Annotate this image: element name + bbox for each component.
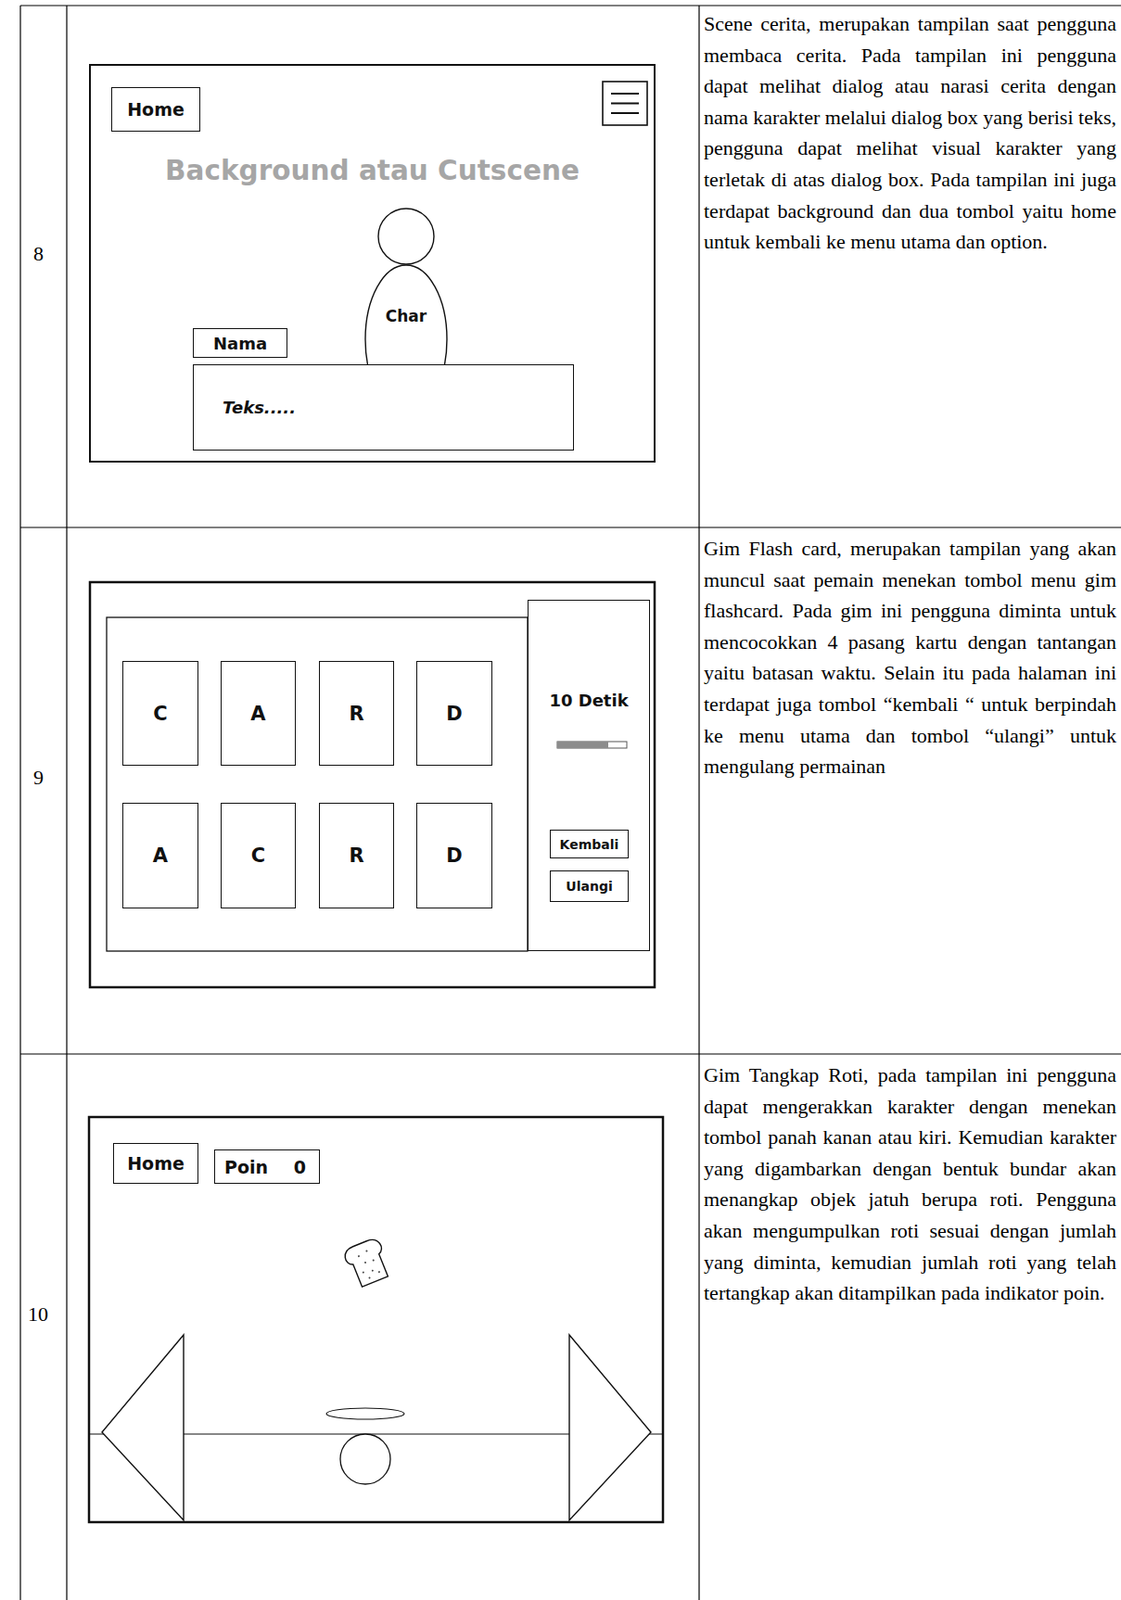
timer-panel: 10 DetikKembaliUlangi bbox=[527, 599, 650, 952]
dialog-text: Teks..... bbox=[222, 397, 296, 418]
score-text: Poin bbox=[224, 1157, 268, 1178]
character-label: Char bbox=[363, 306, 449, 326]
flash-card: A bbox=[220, 661, 296, 766]
character-figure-box: Char bbox=[363, 207, 449, 365]
description-text: Gim Flash card, merupakan tampilan yang … bbox=[703, 533, 1117, 783]
bread-icon bbox=[342, 1236, 393, 1289]
retry-button: Ulangi bbox=[549, 870, 629, 903]
flash-card: C bbox=[220, 802, 296, 909]
catch-game-frame bbox=[89, 1117, 663, 1523]
score-text: 0 bbox=[293, 1157, 306, 1178]
button-label: Home bbox=[127, 99, 185, 120]
description-text: Scene cerita, merupakan tampilan saat pe… bbox=[703, 8, 1117, 258]
dialog-box: Teks..... bbox=[192, 364, 574, 451]
button-label: Kembali bbox=[560, 837, 620, 853]
basket-plate bbox=[326, 1408, 405, 1420]
name-box: Nama bbox=[192, 328, 288, 358]
card-letter: R bbox=[348, 702, 364, 726]
timer-bar bbox=[557, 741, 627, 749]
table-grid bbox=[20, 5, 1121, 1600]
flash-card: D bbox=[416, 661, 493, 766]
menu-icon bbox=[602, 81, 648, 126]
score-box: Poin 0 bbox=[214, 1149, 320, 1185]
card-letter: R bbox=[348, 844, 364, 867]
background-caption: Background atau Cutscene bbox=[90, 152, 654, 190]
flash-card: D bbox=[416, 802, 493, 909]
flash-card: R bbox=[318, 802, 395, 909]
row-number: 9 bbox=[33, 765, 65, 790]
row-number: 8 bbox=[33, 242, 65, 267]
card-letter: D bbox=[445, 844, 462, 867]
right-arrow-button bbox=[569, 1335, 651, 1521]
flash-card: A bbox=[122, 802, 199, 909]
back-button: Kembali bbox=[549, 829, 629, 859]
flashcard-frame bbox=[89, 582, 655, 988]
card-panel bbox=[106, 617, 528, 952]
home-button: Home bbox=[111, 87, 201, 132]
button-label: Home bbox=[127, 1153, 185, 1174]
scene-frame: Background atau Cutscene HomeCharNamaTeks… bbox=[89, 63, 656, 463]
description-text: Gim Tangkap Roti, pada tampilan ini peng… bbox=[703, 1059, 1117, 1310]
card-letter: A bbox=[152, 844, 168, 867]
card-letter: C bbox=[152, 702, 167, 726]
player-circle bbox=[340, 1434, 391, 1485]
row-number: 10 bbox=[27, 1302, 65, 1327]
home-button: Home bbox=[113, 1143, 199, 1185]
card-letter: D bbox=[445, 702, 462, 726]
left-arrow-button bbox=[101, 1335, 184, 1521]
character-figure bbox=[363, 207, 449, 365]
card-letter: A bbox=[250, 702, 266, 726]
button-label: Ulangi bbox=[565, 878, 612, 894]
flash-card: R bbox=[318, 661, 395, 766]
card-letter: C bbox=[251, 844, 266, 867]
flash-card: C bbox=[122, 661, 199, 766]
timer-text: 10 Detik bbox=[528, 690, 650, 711]
character-name: Nama bbox=[213, 333, 268, 354]
